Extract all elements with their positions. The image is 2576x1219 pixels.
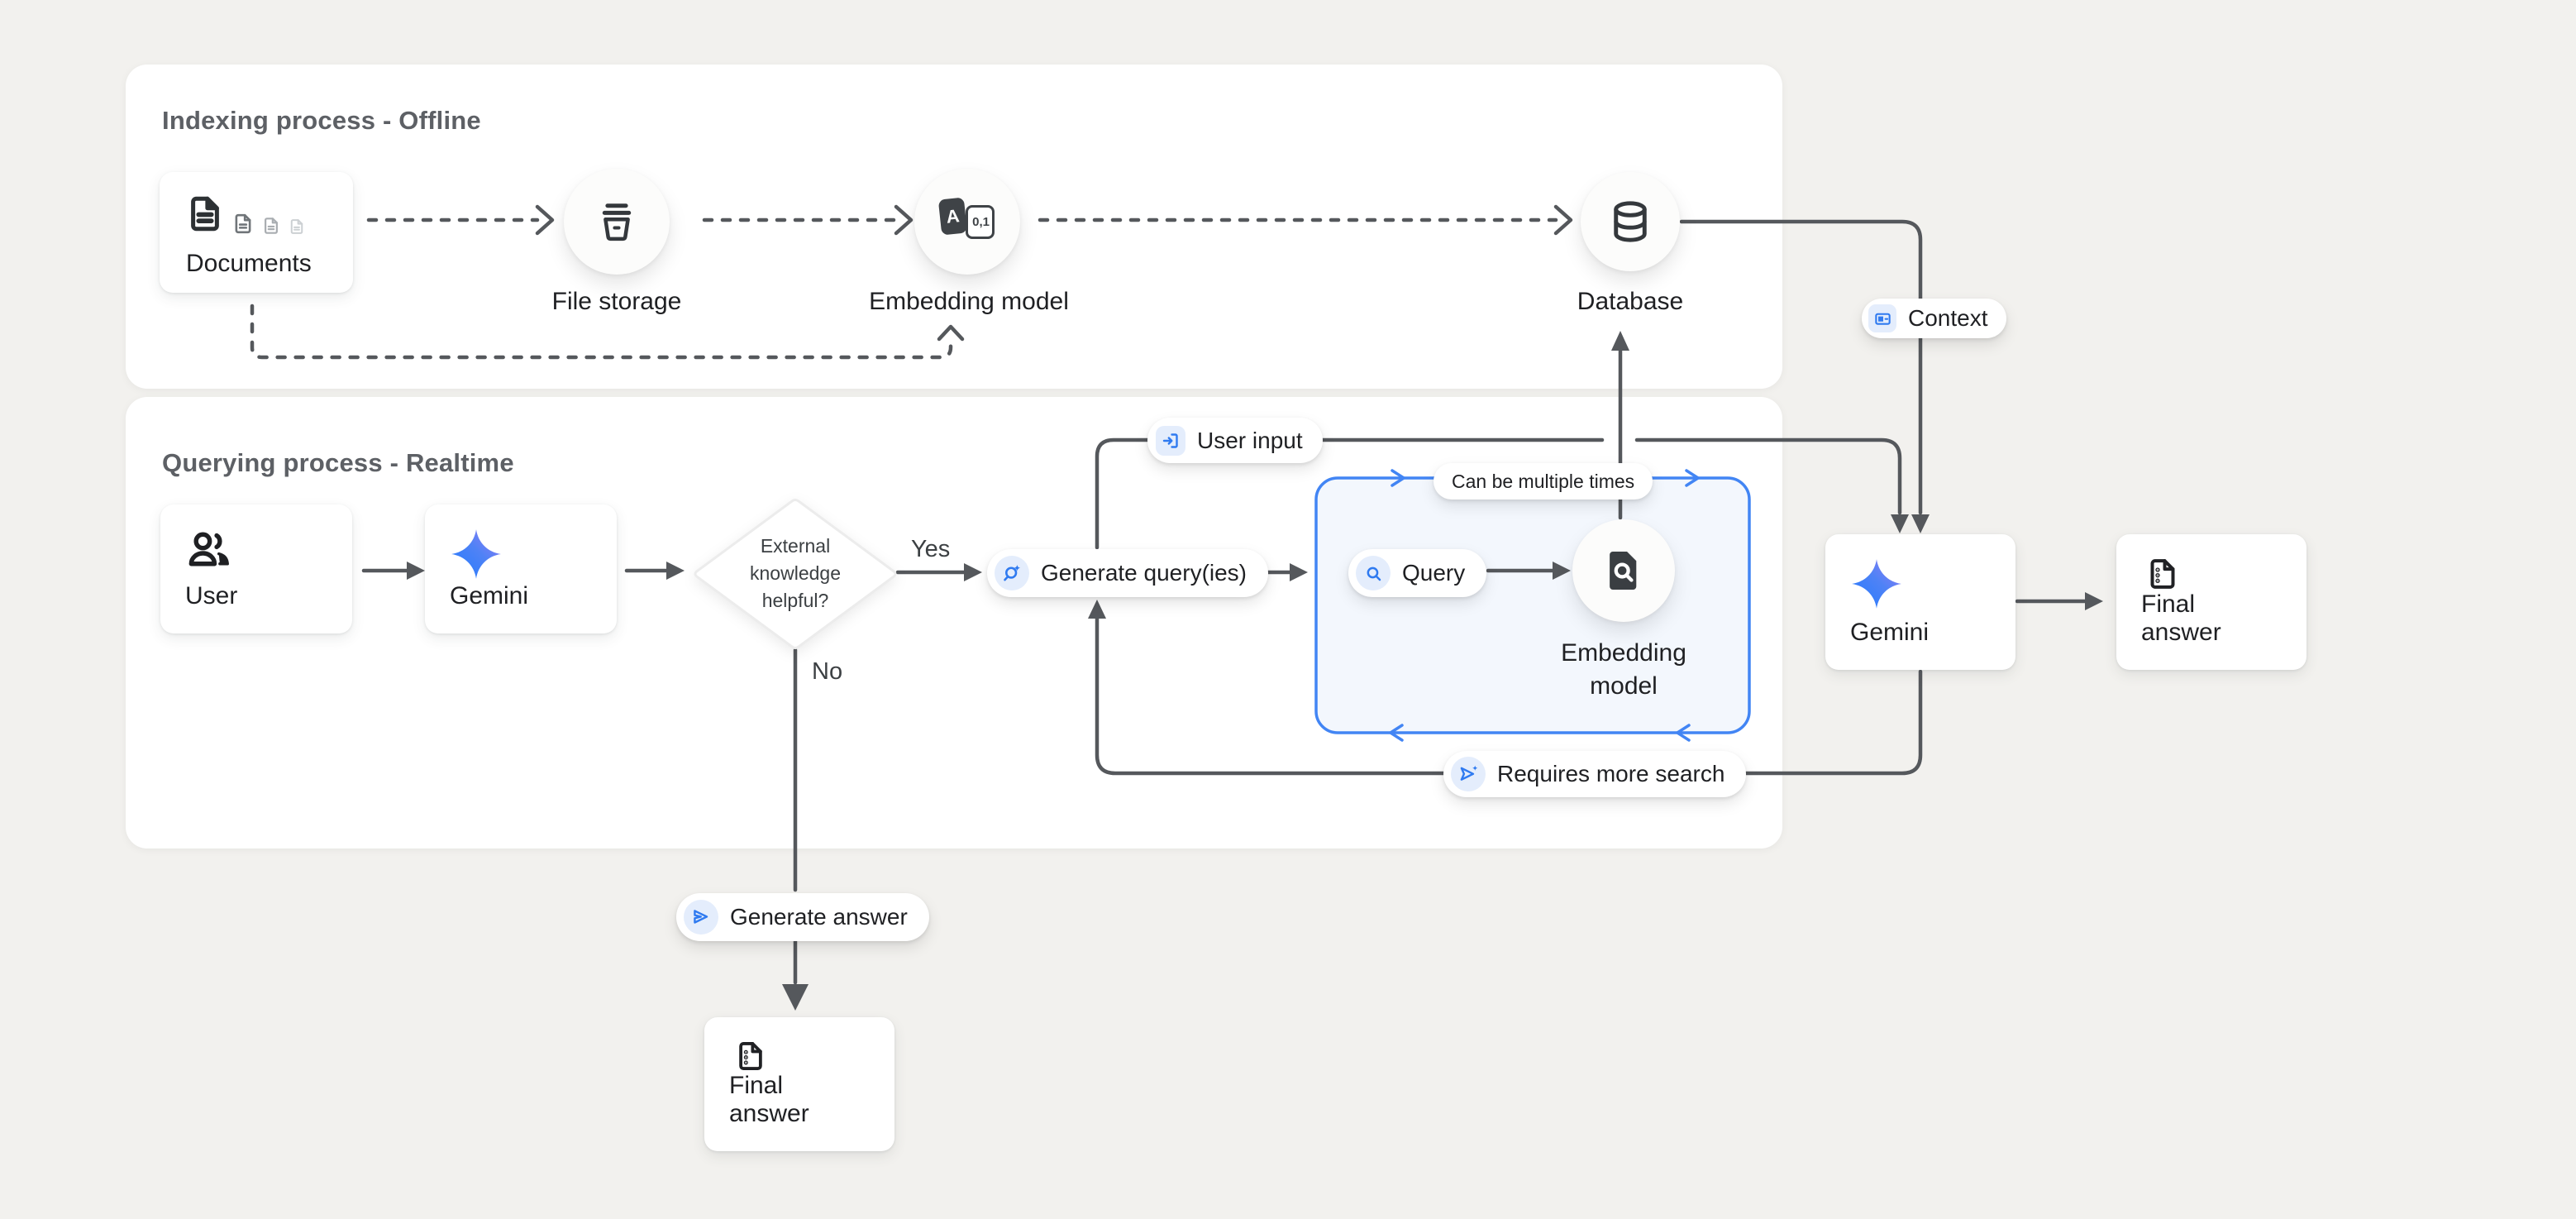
database-icon <box>1614 201 1647 242</box>
file-dots-icon <box>739 1042 762 1070</box>
gemini-query-label: Gemini <box>450 582 529 610</box>
generate-answer-label: Generate answer <box>730 904 908 930</box>
yes-label: Yes <box>911 536 951 562</box>
documents-node: Documents <box>160 172 353 293</box>
user-label: User <box>185 582 238 610</box>
final-answer-right-label: Final answer <box>2141 590 2221 646</box>
querying-panel-title: Querying process - Realtime <box>162 448 514 477</box>
embedding-model-realtime-label: Embedding model <box>1561 639 1686 700</box>
search-sparkle-icon <box>995 556 1029 590</box>
bucket-icon <box>602 203 632 241</box>
login-icon <box>1156 425 1185 456</box>
final-answer-right-node: Final answer <box>2116 534 2306 670</box>
generate-queries-pill: Generate query(ies) <box>987 549 1269 597</box>
can-be-multiple-times-label: Can be multiple times <box>1452 470 1635 492</box>
query-label: Query <box>1402 560 1466 586</box>
embedding-icon-a-text: A <box>937 197 968 236</box>
file-dots-icon <box>2150 559 2175 589</box>
embedding-model-icon: 0,1 A <box>937 197 995 246</box>
final-answer-bottom-node: Final answer <box>704 1017 894 1151</box>
gemini-answer-node: Gemini <box>1825 534 2015 670</box>
final-answer-bottom-label: Final answer <box>729 1072 809 1127</box>
embedding-model-offline-node: 0,1 A <box>914 169 1020 275</box>
user-input-pill: User input <box>1147 418 1323 463</box>
indexing-panel-title: Indexing process - Offline <box>162 106 481 135</box>
query-pill: Query <box>1348 549 1487 597</box>
generate-queries-label: Generate query(ies) <box>1041 560 1247 586</box>
gemini-icon <box>1852 559 1901 609</box>
send-sparkle-icon <box>1451 757 1486 791</box>
search-icon <box>1356 556 1391 590</box>
gemini-icon <box>451 529 501 579</box>
documents-icon <box>186 190 330 237</box>
embedding-model-realtime-node <box>1572 519 1675 622</box>
user-node: User <box>160 504 352 633</box>
send-icon <box>684 900 718 935</box>
can-be-multiple-times-pill: Can be multiple times <box>1433 463 1653 500</box>
documents-label: Documents <box>186 250 312 277</box>
file-storage-label: File storage <box>551 288 682 315</box>
context-pill: Context <box>1862 299 2006 338</box>
file-storage-node <box>564 169 670 275</box>
generate-answer-pill: Generate answer <box>676 893 929 941</box>
user-input-label: User input <box>1197 427 1303 453</box>
decision-text: External knowledge helpful? <box>750 535 841 611</box>
requires-more-search-label: Requires more search <box>1497 761 1725 786</box>
no-label: No <box>812 658 843 685</box>
requires-more-search-pill: Requires more search <box>1443 751 1747 797</box>
users-icon <box>188 532 229 566</box>
embedding-model-offline-label: Embedding model <box>869 288 1069 315</box>
file-search-icon <box>1610 552 1637 590</box>
database-label: Database <box>1577 288 1684 315</box>
embedding-icon-01-text: 0,1 <box>972 215 990 229</box>
database-node <box>1581 172 1680 271</box>
context-label: Context <box>1908 305 1988 331</box>
context-card-icon <box>1868 304 1896 332</box>
gemini-answer-label: Gemini <box>1850 619 1930 646</box>
gemini-query-node: Gemini <box>425 504 617 633</box>
